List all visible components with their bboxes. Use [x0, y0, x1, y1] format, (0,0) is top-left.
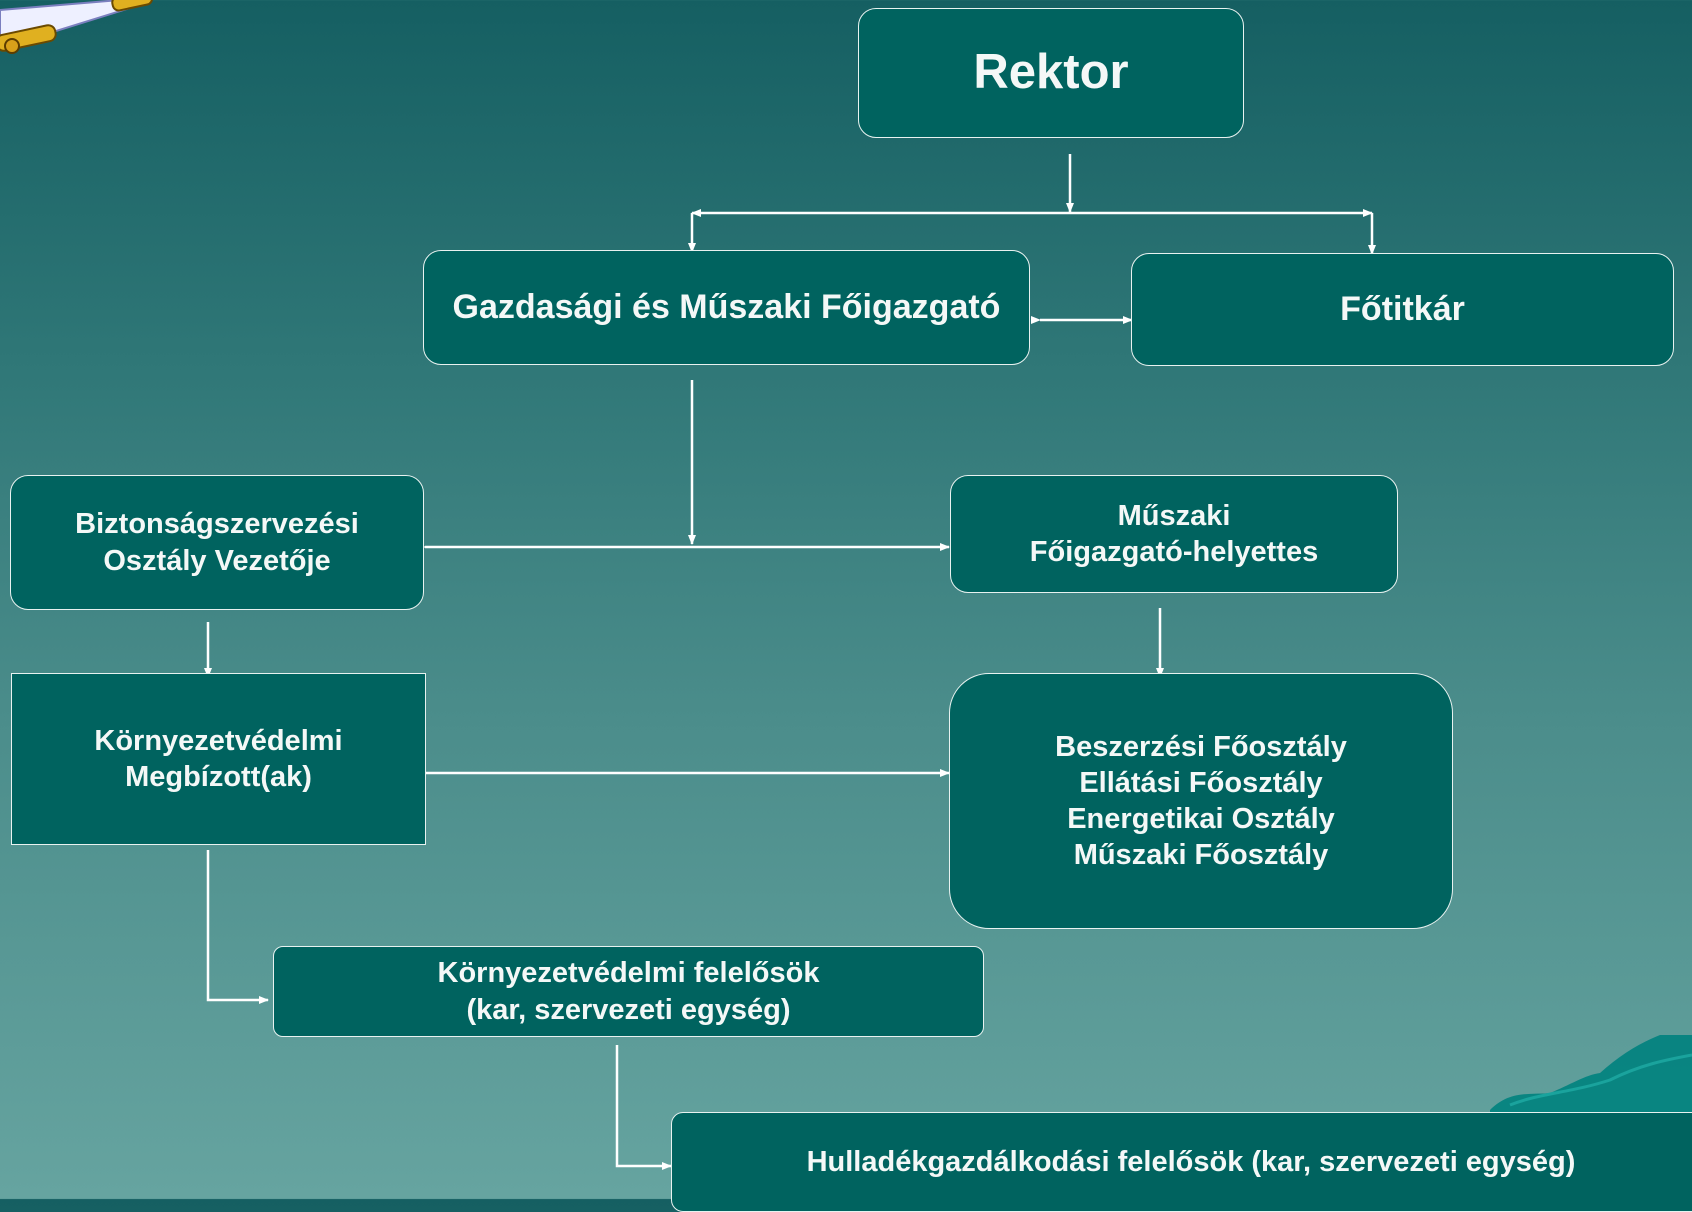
node-gazdasagi-muszaki-foigazgato: Gazdasági és Műszaki Főigazgató [423, 250, 1030, 365]
node-fotitkar: Főtitkár [1131, 253, 1674, 366]
node-biztonsag-line-2: Osztály Vezetője [103, 544, 331, 577]
arrow-felelosok-hulladek [615, 1045, 672, 1170]
node-felelosok-line-1: Környezetvédelmi felelősök [437, 957, 820, 990]
node-foosztalyok-line-2: Ellátási Főosztály [1079, 766, 1323, 799]
node-kornyezetvedelmi-megbizott: Környezetvédelmi Megbízott(ak) [11, 673, 426, 845]
node-kornyezetvedelmi-felelosok: Környezetvédelmi felelősök (kar, szervez… [273, 946, 984, 1037]
node-foosztalyok: Beszerzési Főosztály Ellátási Főosztály … [949, 673, 1453, 929]
node-foosztalyok-line-4: Műszaki Főosztály [1073, 839, 1329, 872]
node-megbizott-line-2: Megbízott(ak) [125, 761, 312, 793]
arrow-megbizott-felelosok [206, 850, 269, 1004]
node-hulladekgazdalkodasi-felelosok: Hulladékgazdálkodási felelősök (kar, sze… [671, 1112, 1692, 1212]
node-muszaki-helyettes-line-2: Főigazgató-helyettes [1029, 536, 1319, 568]
node-felelosok-line-2: (kar, szervezeti egység) [466, 993, 791, 1026]
node-biztonsagszervezesi: Biztonságszervezési Osztály Vezetője [10, 475, 424, 610]
node-hulladek-line-1: Hulladékgazdálkodási felelősök (kar, sze… [806, 1145, 1576, 1178]
node-muszaki-helyettes-line-1: Műszaki [1117, 499, 1231, 532]
node-gazdasagi-line-1: Gazdasági és Műszaki Főigazgató [452, 288, 1001, 327]
node-rektor: Rektor [858, 8, 1244, 138]
node-muszaki-foigazgato-helyettes: Műszaki Főigazgató-helyettes [950, 475, 1398, 593]
node-rektor-line-1: Rektor [973, 45, 1129, 100]
node-fotitkar-line-1: Főtitkár [1340, 290, 1465, 329]
node-foosztalyok-line-1: Beszerzési Főosztály [1055, 730, 1347, 763]
node-biztonsag-line-1: Biztonságszervezési [75, 508, 359, 541]
scroll-clipart-icon [0, 0, 154, 54]
node-megbizott-line-1: Környezetvédelmi [94, 724, 343, 757]
node-foosztalyok-line-3: Energetikai Osztály [1067, 803, 1335, 835]
